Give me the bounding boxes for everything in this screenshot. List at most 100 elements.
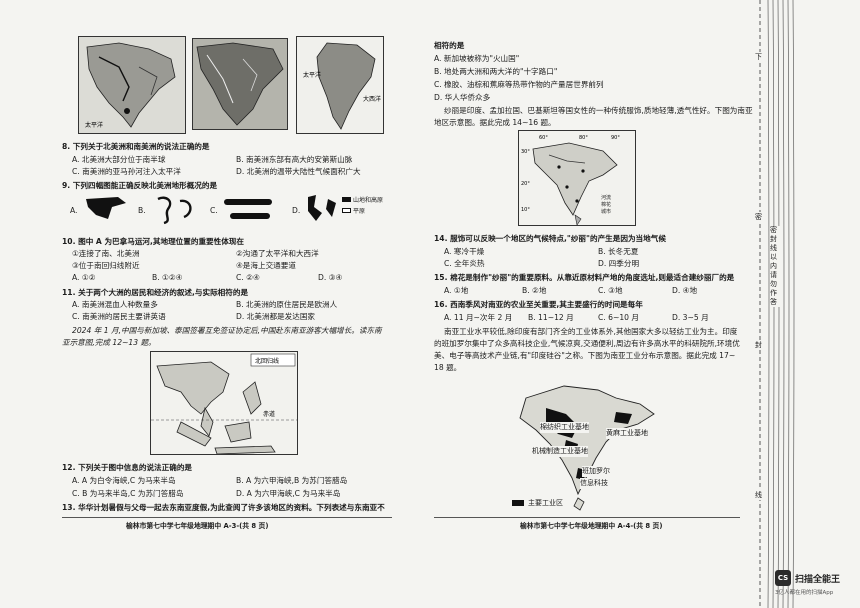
intro-17-18-line1: 南亚工业水平较低,除印度有部门齐全的工业体系外,其他国家大多以轻纺工业为主。印度 xyxy=(444,327,738,336)
q9-shape-b xyxy=(157,196,192,225)
intro-12-13-line2: 亚示意图,完成 12~13 题。 xyxy=(62,338,156,347)
q9-label-d[interactable]: D. xyxy=(292,206,301,215)
legend-city: 城市 xyxy=(601,209,612,215)
q9-shape-d xyxy=(308,195,336,221)
map-label-atlantic: 大西洋 xyxy=(363,95,381,103)
coord-90: 90° xyxy=(611,135,620,141)
scanner-logo-icon: CS xyxy=(775,570,791,586)
legend-plain-label: 平原 xyxy=(353,208,366,215)
binding-char-feng: 封 xyxy=(755,340,762,350)
north-america-map: 太平洋 xyxy=(78,36,186,134)
q16-option-b[interactable]: B. 11~12 月 xyxy=(528,313,574,322)
q12-option-d[interactable]: D. A 为六甲海峡,C 为马来半岛 xyxy=(236,489,341,498)
q14-option-a[interactable]: A. 寒冷干燥 xyxy=(444,247,485,256)
q9-legend: 山地和高原 平原 xyxy=(342,195,383,215)
q16-option-c[interactable]: C. 6~10 月 xyxy=(598,313,639,322)
intro-17-18-line4: 18 题。 xyxy=(434,363,462,372)
q15-option-b[interactable]: B. ②地 xyxy=(522,286,547,295)
q8-option-d[interactable]: D. 北美洲的温带大陆性气候面积广大 xyxy=(236,167,361,176)
right-footer-rule xyxy=(434,517,740,518)
q11-option-b[interactable]: B. 北美洲的原住居民是欧洲人 xyxy=(236,300,338,309)
q8-stem: 8. 下列关于北美洲和南美洲的说法正确的是 xyxy=(62,142,210,151)
right-page: 相符的是 A. 新加坡被称为"火山国" B. 地处两大洲和两大洋的"十字路口" … xyxy=(410,0,753,608)
legend-cotton: 棉花 xyxy=(601,202,612,208)
coord-80: 80° xyxy=(579,135,588,141)
map-label-north-return: 北回归线 xyxy=(255,357,279,365)
q15-option-a[interactable]: A. ①地 xyxy=(444,286,469,295)
q8-option-b[interactable]: B. 南美洲东部有高大的安第斯山脉 xyxy=(236,155,353,164)
label-bangalore: 班加罗尔 xyxy=(582,466,610,477)
intro-14-16-line1: 纱丽是印度、孟加拉国、巴基斯坦等国女性的一种传统服饰,质地轻薄,透气性好。下图为… xyxy=(444,106,753,115)
right-footer: 榆林市第七中学七年级地理期中 A-4-(共 8 页) xyxy=(520,522,663,530)
q14-option-c[interactable]: C. 全年炎热 xyxy=(444,259,485,268)
q12-stem: 12. 下列关于图中信息的说法正确的是 xyxy=(62,463,193,472)
q12-option-a[interactable]: A. A 为白令海峡,C 为马来半岛 xyxy=(72,476,176,485)
coord-10: 10° xyxy=(521,207,530,213)
q14-option-b[interactable]: B. 长冬无夏 xyxy=(598,247,639,256)
q15-stem: 15. 棉花是制作"纱丽"的重要原料。从靠近原材料产地的角度选址,则最适合建纱丽… xyxy=(434,273,735,282)
q16-option-d[interactable]: D. 3~5 月 xyxy=(672,313,709,322)
binding-strip: 下 密 封 线 密封线以内请勿作答 xyxy=(746,0,806,608)
legend-plain-swatch xyxy=(342,208,351,213)
label-machine-base: 机械制造工业基地 xyxy=(532,446,588,457)
q9-figures: A. B. C. D. 山地和高原 平原 xyxy=(70,193,400,229)
q13-option-c[interactable]: C. 橡胶、油棕和蕉麻等热带作物的产量居世界前列 xyxy=(434,80,604,89)
intro-17-18-line2: 的班加罗尔集中了众多高科技企业,气候凉爽,交通便利,周边有许多高水平的科研院所,… xyxy=(434,339,740,348)
q11-option-d[interactable]: D. 北美洲都是发达国家 xyxy=(236,312,316,321)
q10-option-d[interactable]: D. ③④ xyxy=(318,273,343,282)
q9-shape-c xyxy=(224,199,272,219)
q9-stem: 9. 下列四幅图能正确反映北美洲地形概况的是 xyxy=(62,181,218,190)
q9-label-c[interactable]: C. xyxy=(210,206,218,215)
q12-option-c[interactable]: C. B 为马来半岛,C 为苏门答腊岛 xyxy=(72,489,184,498)
left-page: 太平洋 太平洋 大西洋 8. 下列关于北美洲和南美洲的说法正确的是 A. 北美洲… xyxy=(0,0,410,608)
q10-stem: 10. 图中 A 为巴拿马运河,其地理位置的重要性体现在 xyxy=(62,237,245,246)
q15-option-c[interactable]: C. ③地 xyxy=(598,286,623,295)
q15-option-d[interactable]: D. ④地 xyxy=(672,286,698,295)
q10-option-b[interactable]: B. ①②④ xyxy=(152,273,183,282)
q10-option-c[interactable]: C. ②④ xyxy=(236,273,260,282)
terrain-map-2 xyxy=(192,38,288,130)
label-info-tech: 信息科技 xyxy=(580,478,608,489)
binding-char-mi: 密 xyxy=(755,212,762,222)
q16-stem: 16. 西南季风对南亚的农业至关重要,其主要盛行的时间是每年 xyxy=(434,300,643,309)
q9-shape-a xyxy=(86,197,126,219)
q13-option-a[interactable]: A. 新加坡被称为"火山国" xyxy=(434,54,520,63)
q10-item-2: ②沟通了太平洋和大西洋 xyxy=(236,249,319,258)
coord-30: 30° xyxy=(521,149,530,155)
coord-20: 20° xyxy=(521,181,530,187)
q13-option-b[interactable]: B. 地处两大洲和两大洋的"十字路口" xyxy=(434,67,558,76)
south-asia-map: 60° 80° 90° 30° 20° 10° 河流 棉花 城市 xyxy=(518,130,636,226)
q10-option-a[interactable]: A. ①② xyxy=(72,273,96,282)
scanner-tagline: 3亿人都在用的扫描App xyxy=(775,590,834,596)
binding-note: 密封线以内请勿作答 xyxy=(770,226,780,307)
legend-mountain-swatch xyxy=(342,197,351,202)
q11-option-a[interactable]: A. 南美洲混血人种数量多 xyxy=(72,300,158,309)
q14-option-d[interactable]: D. 四季分明 xyxy=(598,259,640,268)
q11-stem: 11. 关于两个大洲的居民和经济的叙述,与实际相符的是 xyxy=(62,288,249,297)
q16-option-a[interactable]: A. 11 月~次年 2 月 xyxy=(444,313,513,322)
q9-label-b[interactable]: B. xyxy=(138,206,146,215)
southeast-asia-map: 北回归线 赤道 xyxy=(150,351,298,455)
q13-cont-stem: 相符的是 xyxy=(434,41,465,50)
q11-option-c[interactable]: C. 南美洲的居民主要讲英语 xyxy=(72,312,166,321)
intro-17-18-line3: 美、电子等高技术产业链,有"印度硅谷"之称。下图为南亚工业分布示意图。据此完成 … xyxy=(434,351,736,360)
map-label-equator: 赤道 xyxy=(263,410,275,418)
south-america-map: 太平洋 大西洋 xyxy=(296,36,384,134)
intro-12-13-line1: 2024 年 1 月,中国与新加坡、泰国签署互免签证协定后,中国赴东南亚游客大幅… xyxy=(72,326,382,335)
south-asia-legend: 河流 棉花 城市 xyxy=(601,195,611,216)
q9-label-a[interactable]: A. xyxy=(70,206,78,215)
q8-option-a[interactable]: A. 北美洲大部分位于南半球 xyxy=(72,155,166,164)
q12-option-b[interactable]: B. A 为六甲海峡,B 为苏门答腊岛 xyxy=(236,476,348,485)
label-cotton-textile-base: 棉纺织工业基地 xyxy=(540,422,589,433)
map-label-pacific-sa: 太平洋 xyxy=(303,71,321,79)
q8-option-c[interactable]: C. 南美洲的亚马孙河注入太平洋 xyxy=(72,167,181,176)
q13-stem: 13. 华华计划暑假与父母一起去东南亚度假,为此查阅了许多该地区的资料。下列表述… xyxy=(62,503,385,512)
left-footer-rule xyxy=(62,517,392,518)
map-label-pacific: 太平洋 xyxy=(85,121,103,129)
q10-item-4: ④是海上交通要道 xyxy=(236,261,296,270)
intro-14-16-line2: 地区示意图。据此完成 14~16 题。 xyxy=(434,118,556,127)
coord-60: 60° xyxy=(539,135,548,141)
legend-industry-zone: 主要工业区 xyxy=(528,499,563,507)
left-footer: 榆林市第七中学七年级地理期中 A-3-(共 8 页) xyxy=(126,522,269,530)
q13-option-d[interactable]: D. 华人华侨众多 xyxy=(434,93,491,102)
